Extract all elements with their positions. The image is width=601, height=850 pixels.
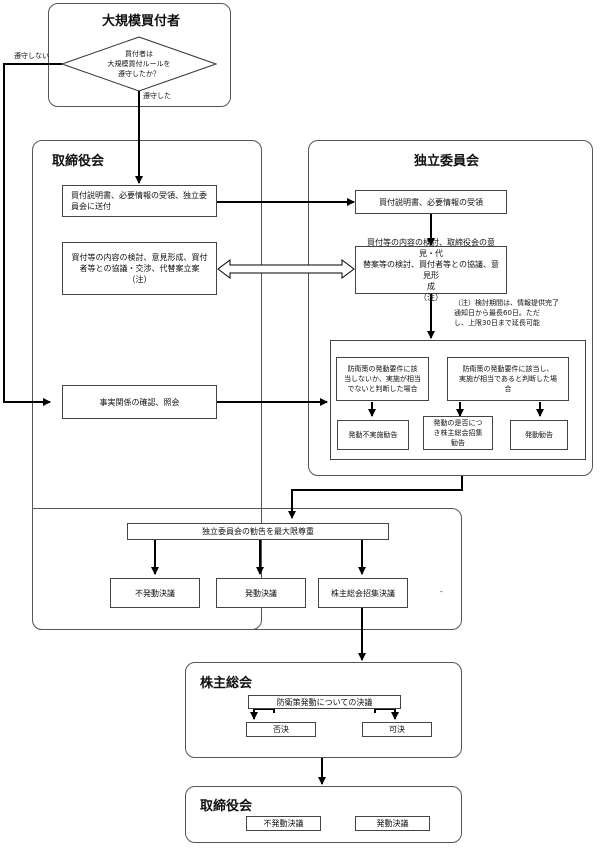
label-not-comply: 遵守しない — [14, 52, 49, 60]
approve-box: 可決 — [362, 722, 432, 737]
committee-review-box: 買付等の内容の検討、取締役会の意見・代 替案等の検討、買付者等との協議、意見形 … — [355, 238, 507, 302]
board-title: 取締役会 — [52, 154, 105, 169]
label-comply: 遵守した — [143, 92, 171, 100]
review-period-note: （注）検討期間は、情報提供完了 通知日から最長60日。ただ し、上限30日まで延… — [454, 299, 559, 327]
recommend-no-box: 発動不実施勧告 — [337, 420, 409, 450]
respect-recommendation-box: 独立委員会の勧告を最大限尊重 — [127, 523, 389, 540]
fact-check-box: 事実関係の確認、照会 — [62, 385, 217, 419]
recommend-yes-box: 発動勧告 — [510, 420, 568, 450]
board-yes-resolution-box: 発動決議 — [216, 578, 306, 608]
board-review-box: 買付等の内容の検討、意見形成、買付 者等との協議・交渉、代替案立案 （注） — [62, 242, 217, 295]
region-board-lower — [32, 508, 462, 630]
region-committee — [308, 140, 593, 476]
final-no-resolution-box: 不発動決議 — [246, 816, 321, 831]
compliance-decision: 買付者は 大規模買付ルールを 遵守したか？ — [107, 50, 171, 78]
region-shareholders — [185, 662, 462, 758]
region-board-final — [185, 786, 462, 843]
condition-not-met-box: 防衛策の発動要件に該 当しないか、実施が相当 でないと判断した場合 — [336, 357, 429, 401]
committee-decision-area — [330, 340, 586, 460]
condition-met-box: 防衛策の発動要件に該当し、 実施が相当であると判断した場 合 — [447, 357, 569, 401]
committee-title: 独立委員会 — [414, 154, 480, 169]
shareholders-title: 株主総会 — [200, 676, 253, 691]
board-send-docs-box: 買付説明書、必要情報の受領、独立委 員会に送付 — [62, 185, 217, 217]
board-no-resolution-box: 不発動決議 — [110, 578, 200, 608]
buyer-title: 大規模買付者 — [101, 14, 180, 29]
final-yes-resolution-box: 発動決議 — [355, 816, 430, 831]
reject-box: 否決 — [246, 722, 316, 737]
dash-mark: - — [440, 588, 443, 596]
recommend-meeting-box: 発動の是否につ き株主総会招集 勧告 — [423, 416, 493, 450]
board-meeting-resolution-box: 株主総会招集決議 — [318, 578, 408, 608]
shareholder-resolution-box: 防衛策発動についての決議 — [248, 695, 401, 709]
board-final-title: 取締役会 — [200, 799, 253, 814]
committee-receive-box: 買付説明書、必要情報の受領 — [355, 190, 507, 214]
